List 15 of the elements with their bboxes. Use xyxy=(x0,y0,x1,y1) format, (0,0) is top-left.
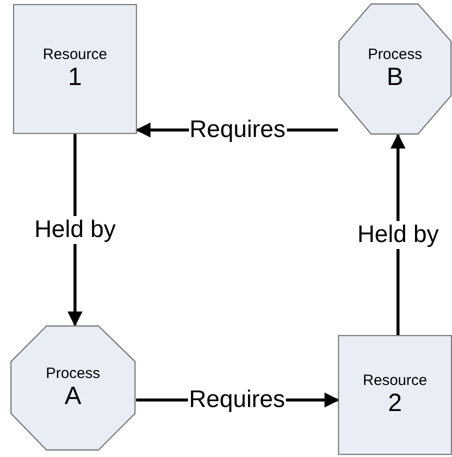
node-title: Resource xyxy=(42,47,108,64)
node-number: B xyxy=(386,64,404,91)
node-title: Process xyxy=(368,47,422,64)
arrow xyxy=(390,134,406,335)
resource-box xyxy=(338,335,452,455)
node-number: A xyxy=(64,382,82,410)
node-title: Resource xyxy=(362,373,428,390)
resource-box xyxy=(13,4,137,134)
node-number: 1 xyxy=(68,64,82,91)
node-title: Process xyxy=(46,366,100,382)
edge-label: Held by xyxy=(33,216,117,244)
node-number: 2 xyxy=(388,390,402,417)
process-octagon xyxy=(10,325,136,451)
edge-label: Held by xyxy=(356,221,440,249)
process-octagon xyxy=(338,3,452,135)
